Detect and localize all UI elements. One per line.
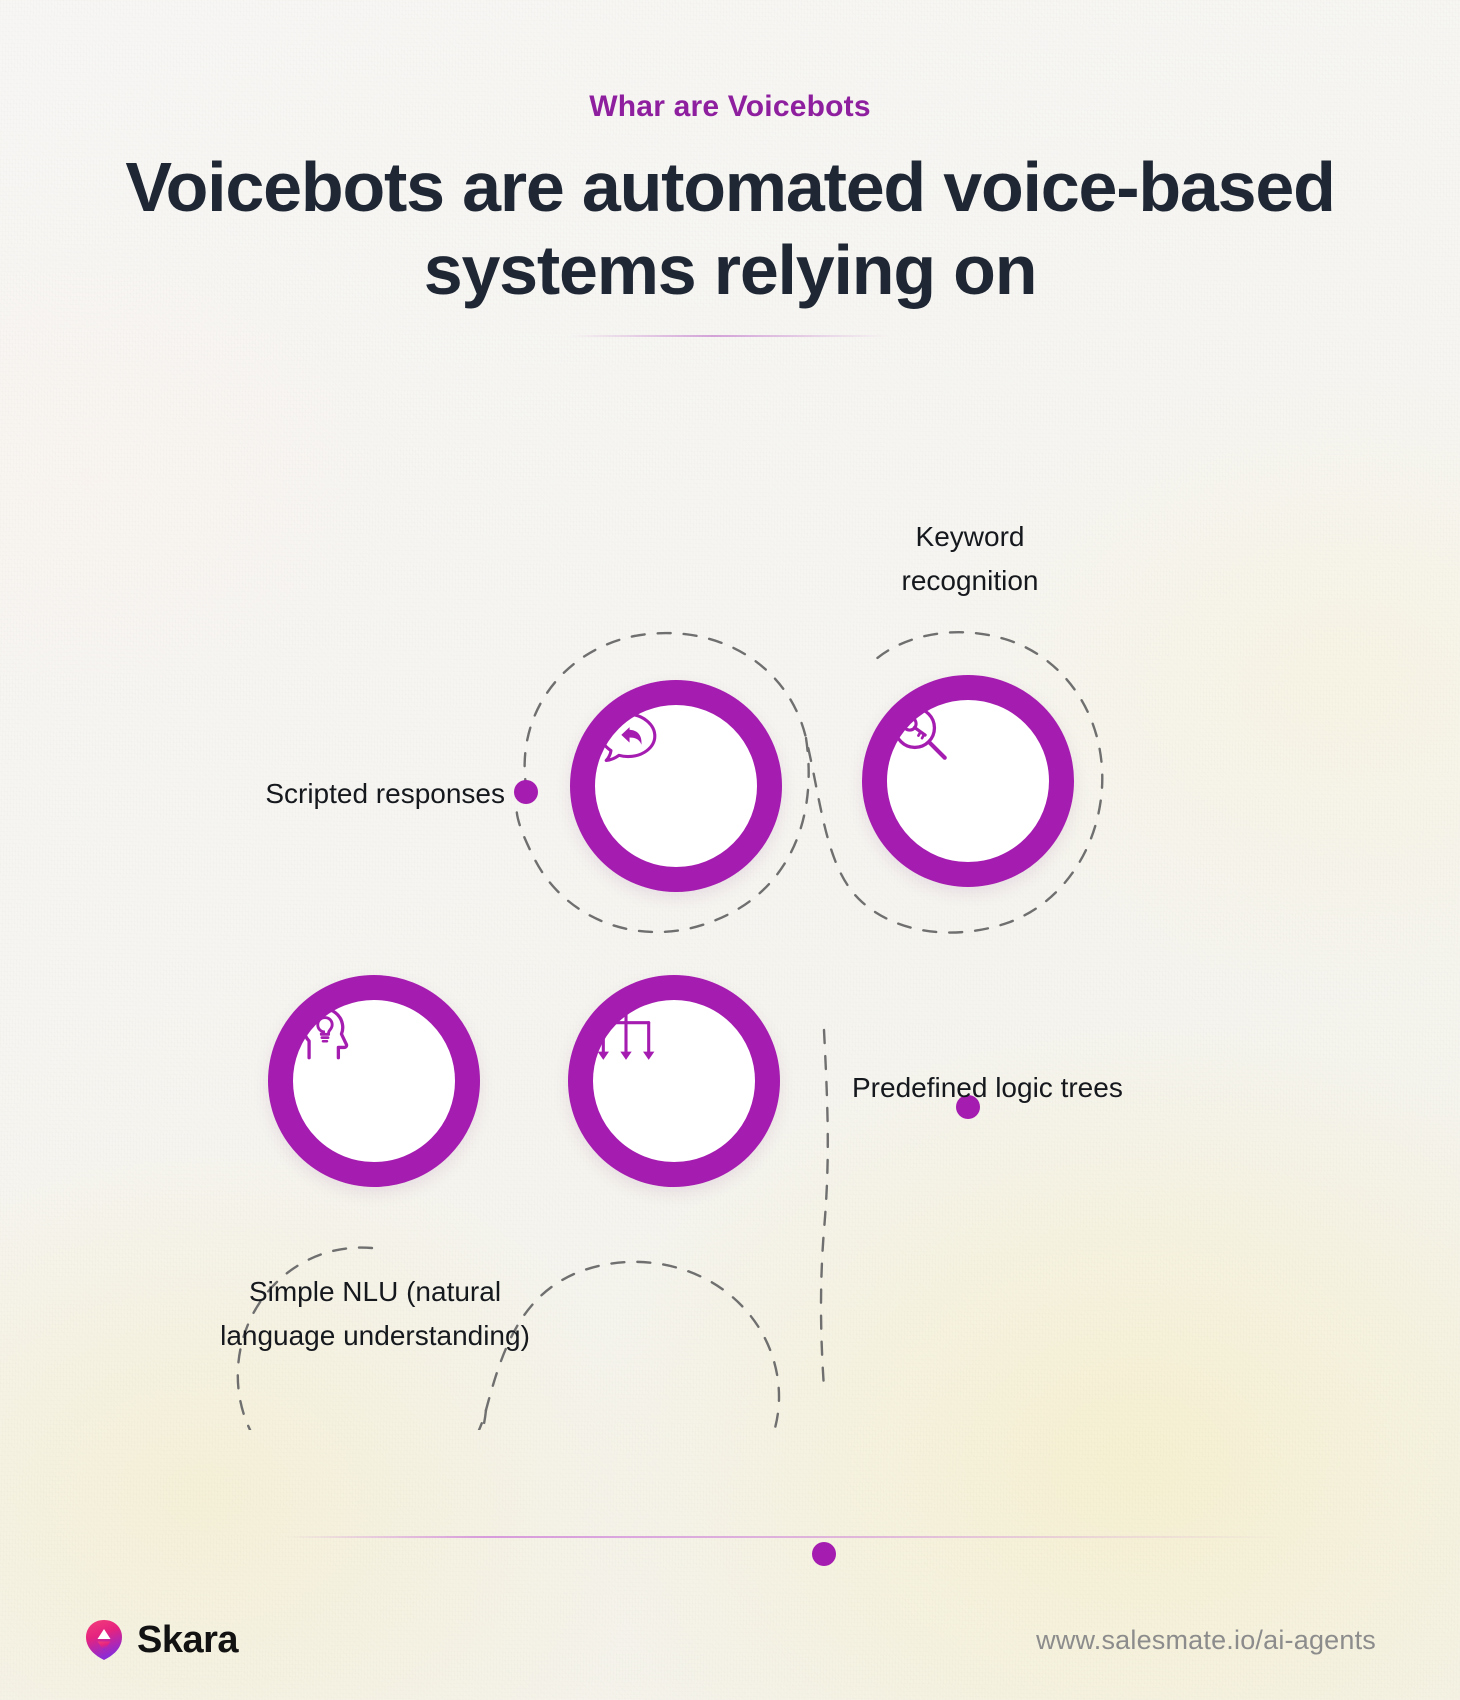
node-scripted-responses[interactable] [570, 680, 782, 892]
dashed-connector-arcs [236, 631, 1104, 1430]
voicebot-capabilities-diagram [0, 470, 1460, 1566]
connector-dot-scripted-responses [514, 780, 538, 804]
footer-divider [285, 1536, 1285, 1538]
brand-logo[interactable]: Skara [84, 1618, 239, 1662]
label-simple-nlu: Simple NLU (natural language understandi… [130, 1270, 620, 1358]
node-predefined-logic-trees[interactable] [568, 975, 780, 1187]
logic-tree-icon [597, 1004, 655, 1060]
footer: Skara www.salesmate.io/ai-agents [0, 1600, 1460, 1680]
label-predefined-logic-trees: Predefined logic trees [852, 1072, 1123, 1103]
page-title: Voicebots are automated voice-based syst… [125, 148, 1336, 309]
label-keyword-recognition-line2: recognition [901, 565, 1039, 597]
speech-bubble-reply-icon [599, 712, 657, 763]
label-simple-nlu-line2: language understanding) [220, 1320, 530, 1352]
eyebrow-text: Whar are Voicebots [589, 90, 871, 123]
header: Whar are Voicebots Voicebots are automat… [0, 0, 1460, 338]
label-keyword-recognition: Keyword recognition [830, 515, 1110, 603]
magnifier-key-icon [893, 706, 947, 760]
head-lightbulb-icon [302, 1007, 349, 1060]
skara-logo-icon [86, 1620, 122, 1660]
node-keyword-recognition[interactable] [862, 675, 1074, 887]
label-simple-nlu-line1: Simple NLU (natural [248, 1276, 502, 1307]
brand-name: Skara [137, 1618, 239, 1661]
site-url: www.salesmate.io/ai-agents [1036, 1624, 1376, 1655]
label-keyword-recognition-line1: Keyword [915, 521, 1025, 552]
connector-dot-predefined-logic-trees [812, 1542, 836, 1566]
node-simple-nlu[interactable] [268, 975, 480, 1187]
connector-dot-keyword-recognition [956, 1095, 980, 1119]
label-scripted-responses: Scripted responses [265, 778, 505, 809]
title-divider [570, 335, 890, 338]
